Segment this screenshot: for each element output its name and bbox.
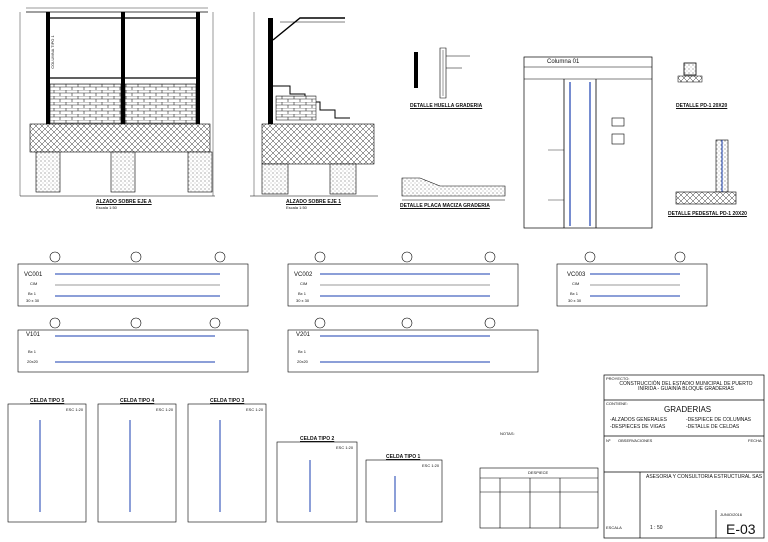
cell-2-scale: ESC 1:20 (336, 445, 354, 450)
elevation-a-title: ALZADO SOBRE EJE A (96, 199, 152, 205)
beam-v201-row: Bx 1 (298, 349, 307, 354)
cell-2-title: CELDA TIPO 2 (300, 436, 335, 442)
column-01-title: Columna 01 (547, 59, 580, 65)
tb-scale-label: ESCALA (606, 525, 622, 530)
tb-sheet-number: E-03 (726, 521, 756, 537)
beam-vc001-size: 30 x 30 (26, 298, 40, 303)
beam-vc003-frame (556, 263, 708, 307)
cell-5-scale: ESC 1:20 (66, 407, 84, 412)
beam-v201-size: 20x20 (297, 359, 308, 364)
pedestal-detail-drawing (675, 62, 737, 205)
detail-placa-drawing (401, 177, 506, 201)
tb-obs-label: OBSERVACIONES (618, 438, 653, 443)
beam-v201-frame (287, 329, 539, 373)
cell-rebars (39, 420, 396, 512)
beam-vc002-row: Bx 1 (298, 291, 307, 296)
beam-vc003-sub: CIM (572, 281, 580, 286)
tb-content-item-1: -ALZADOS GENERALES (610, 417, 667, 423)
beam-vc002-sub: CIM (300, 281, 308, 286)
despiece-table (479, 467, 599, 529)
notes-title: NOTAS: (500, 431, 515, 436)
axis-markers (49, 251, 686, 329)
beam-vc003-id: VC003 (567, 272, 586, 278)
column-01-frame (523, 56, 653, 229)
cell-frames (7, 403, 443, 523)
elevation-a-scale: Escala 1:50 (96, 205, 117, 210)
beam-v101-row: Bx 1 (28, 349, 37, 354)
tb-rev-label: Nº (606, 438, 611, 443)
beam-vc003-size: 30 x 30 (568, 298, 582, 303)
tb-project: CONSTRUCCIÓN DEL ESTADIO MUNICIPAL DE PU… (619, 381, 753, 392)
tb-content-title: GRADERIAS (664, 405, 712, 414)
beam-vc001-frame (17, 263, 249, 307)
title-block-frame (603, 374, 765, 539)
tb-content-item-2: -DESPIECES DE VIGAS (610, 424, 666, 430)
pedestal-title-1: DETALLE PD-1 20X20 (676, 103, 728, 109)
elevation-eje-a (19, 7, 215, 197)
cell-3-scale: ESC 1:20 (246, 407, 264, 412)
beam-vc003-row: Bx 1 (570, 291, 579, 296)
elevation-1-title: ALZADO SOBRE EJE 1 (286, 199, 342, 205)
detail-huella-drawing (414, 47, 470, 99)
tb-content-label: CONTIENE: (606, 401, 628, 406)
elevation-eje-1 (250, 12, 378, 197)
cell-3-title: CELDA TIPO 3 (210, 398, 245, 404)
detail-huella-title: DETALLE HUELLA GRADERIA (410, 103, 483, 109)
cell-5-title: CELDA TIPO 5 (30, 398, 65, 404)
beam-v101-size: 20x20 (27, 359, 38, 364)
tb-date-label: FECHA (748, 438, 762, 443)
beam-v201-id: V201 (296, 332, 311, 338)
detail-placa-title: DETALLE PLACA MACIZA GRADERIA (400, 203, 490, 209)
beam-vc002-size: 30 x 30 (296, 298, 310, 303)
cell-4-title: CELDA TIPO 4 (120, 398, 155, 404)
tb-project-label: PROYECTO: (606, 376, 630, 381)
tb-content-item-3: -DESPIECE DE COLUMNAS (686, 417, 752, 423)
tb-scale-value: 1 : 50 (650, 525, 663, 531)
beam-vc001-sub: CIM (30, 281, 38, 286)
beam-vc001-id: VC001 (24, 272, 43, 278)
cell-1-title: CELDA TIPO 1 (386, 454, 421, 460)
tb-company: ASESORIA Y CONSULTORIA ESTRUCTURAL SAS (646, 474, 763, 480)
beam-v101-frame (17, 329, 249, 373)
beam-vc002-frame (287, 263, 519, 307)
tb-content-item-4: -DETALLE DE CELDAS (686, 424, 740, 430)
elevation-1-scale: Escala 1:50 (286, 205, 307, 210)
tb-date-value: JUNIO/2016 (720, 512, 743, 517)
cell-4-scale: ESC 1:20 (156, 407, 174, 412)
despiece-title: DESPIECE (528, 470, 549, 475)
beam-vc001-row: Bx 1 (28, 291, 37, 296)
beam-v101-id: V101 (26, 332, 41, 338)
beam-vc002-id: VC002 (294, 272, 313, 278)
pedestal-title-2: DETALLE PEDESTAL PD-1 20X20 (668, 211, 747, 217)
cell-1-scale: ESC 1:20 (422, 463, 440, 468)
column-label-a: COLUMNA TIPO 1 (49, 35, 55, 69)
